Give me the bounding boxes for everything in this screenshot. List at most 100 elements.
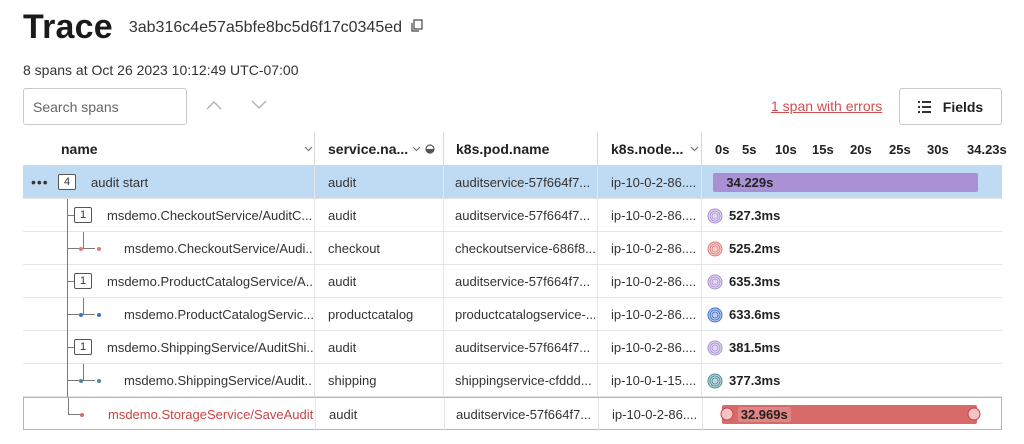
span-name[interactable]: msdemo.ProductCatalogServic... (124, 307, 313, 322)
span-node: ip-10-0-2-86.... (611, 340, 697, 355)
span-dot (97, 247, 101, 251)
tree-connector (67, 380, 79, 381)
copy-icon[interactable] (410, 19, 424, 33)
errors-link[interactable]: 1 span with errors (771, 98, 883, 114)
span-node: ip-10-0-2-86.... (612, 407, 698, 422)
column-header-service[interactable]: service.na... (328, 132, 440, 166)
tree-connector (67, 347, 74, 348)
column-divider (597, 298, 598, 331)
spans-body: ••• 4 audit start audit auditservice-57f664f… (23, 166, 1002, 431)
span-name[interactable]: audit start (91, 175, 149, 190)
tree-connector (67, 215, 74, 216)
column-divider (314, 232, 315, 265)
child-count-badge[interactable]: 1 (74, 339, 92, 355)
column-divider (597, 331, 598, 364)
trace-id: 3ab316c4e57a5bfe8bc5d6f17c0345ed (128, 19, 403, 36)
span-service: shipping (328, 373, 377, 388)
column-divider[interactable] (314, 132, 315, 166)
column-divider (597, 166, 598, 199)
span-name[interactable]: msdemo.ShippingService/AuditShi... (107, 340, 313, 355)
fields-button[interactable]: Fields (899, 88, 1002, 125)
span-service: audit (328, 340, 357, 355)
child-count-badge[interactable]: 4 (58, 174, 76, 190)
span-marker-icon[interactable] (707, 340, 723, 356)
child-count-badge[interactable]: 1 (74, 273, 92, 289)
tree-connector (83, 232, 84, 248)
column-divider (701, 298, 702, 331)
column-divider (444, 398, 445, 431)
span-marker-icon[interactable] (707, 373, 723, 389)
column-divider (701, 166, 702, 199)
table-row[interactable]: 1 msdemo.ShippingService/AuditShi... audit… (23, 331, 1002, 364)
table-row[interactable]: msdemo.ProductCatalogServic... productcat… (23, 298, 1002, 331)
span-marker-icon[interactable] (707, 241, 723, 257)
column-header-pod[interactable]: k8s.pod.name (456, 141, 550, 157)
chevron-down-icon (412, 146, 421, 152)
spans-table: name service.na... k8s.pod.name k8s.node… (23, 132, 1007, 431)
span-marker-icon[interactable] (707, 208, 723, 224)
column-header-name[interactable]: name (61, 132, 313, 166)
span-duration: 527.3ms (729, 208, 781, 223)
column-divider (443, 265, 444, 298)
span-node: ip-10-0-2-86.... (611, 241, 697, 256)
span-dot (80, 413, 84, 417)
span-dot (97, 379, 101, 383)
table-row[interactable]: ••• 4 audit start audit auditservice-57f664f… (23, 166, 1002, 199)
span-duration: 633.6ms (729, 307, 781, 322)
span-name[interactable]: msdemo.CheckoutService/AuditC... (107, 208, 313, 223)
column-divider (443, 166, 444, 199)
column-divider (314, 298, 315, 331)
span-service: audit (329, 407, 358, 422)
column-divider[interactable] (701, 132, 702, 166)
column-divider (597, 265, 598, 298)
tree-connector (83, 298, 84, 314)
trace-summary: 8 spans at Oct 26 2023 10:12:49 UTC-07:0… (23, 62, 299, 78)
span-name[interactable]: msdemo.ShippingService/Audit... (124, 373, 313, 388)
timeline-tick-label: 5s (742, 141, 757, 157)
chevron-down-icon (304, 146, 313, 152)
list-icon (917, 100, 931, 113)
chevron-down-icon[interactable] (248, 96, 270, 114)
timeline-tick-label: 10s (775, 141, 797, 157)
timeline-tick-label: 20s (850, 141, 872, 157)
span-pod: auditservice-57f664f7... (455, 340, 591, 355)
waterfall-bar[interactable] (713, 173, 979, 192)
column-divider (443, 298, 444, 331)
chevron-up-icon[interactable] (203, 96, 225, 114)
span-marker-icon[interactable] (707, 274, 723, 290)
bar-start-marker (720, 407, 734, 421)
column-divider (701, 364, 702, 397)
fields-label: Fields (942, 98, 984, 115)
column-divider (598, 398, 599, 431)
timeline-tick-label: 30s (927, 141, 949, 157)
more-options-icon[interactable]: ••• (31, 174, 49, 190)
color-drop-icon (425, 144, 435, 154)
column-divider (443, 232, 444, 265)
child-count-badge[interactable]: 1 (74, 207, 92, 223)
span-name[interactable]: msdemo.CheckoutService/Audi... (124, 241, 313, 256)
span-node: ip-10-0-1-15.... (611, 373, 697, 388)
span-node: ip-10-0-2-86.... (611, 307, 697, 322)
column-divider[interactable] (597, 132, 598, 166)
tree-connector (68, 414, 80, 415)
span-name[interactable]: msdemo.ProductCatalogService/A... (107, 274, 313, 289)
tree-connector (83, 364, 84, 380)
column-divider[interactable] (443, 132, 444, 166)
column-header-node[interactable]: k8s.node... (611, 132, 699, 166)
span-service: audit (328, 175, 357, 190)
span-name[interactable]: msdemo.StorageService/SaveAudit (108, 407, 314, 422)
column-divider (702, 398, 703, 431)
column-divider (701, 331, 702, 364)
column-divider (315, 398, 316, 431)
span-dot (79, 379, 83, 383)
column-divider (701, 232, 702, 265)
search-input[interactable] (23, 88, 187, 125)
span-pod: productcatalogservice-... (455, 307, 595, 322)
span-pod: auditservice-57f664f7... (455, 175, 591, 190)
span-marker-icon[interactable] (707, 307, 723, 323)
